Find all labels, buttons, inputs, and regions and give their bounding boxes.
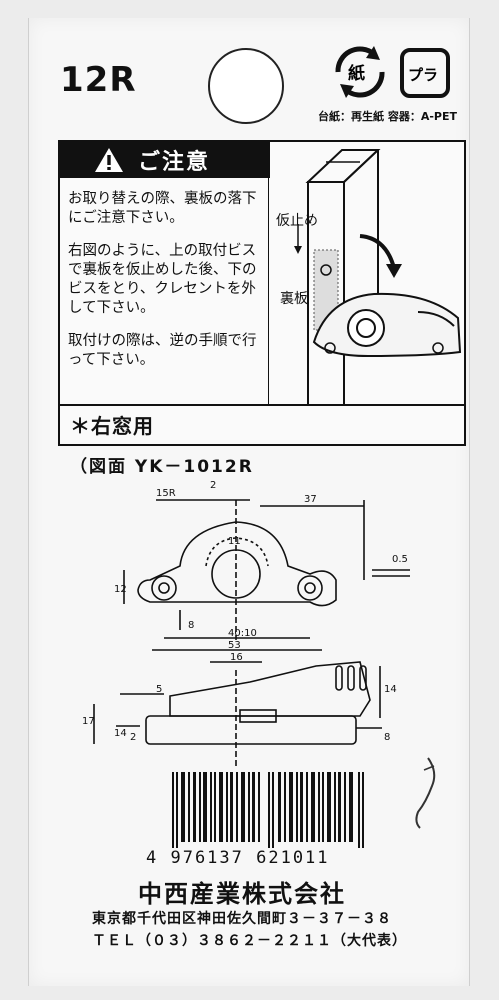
svg-text:2: 2 bbox=[210, 480, 216, 491]
svg-text:12: 12 bbox=[114, 584, 127, 595]
warning-icon bbox=[95, 148, 123, 172]
figure-label-plate: 裏板 bbox=[280, 291, 308, 307]
paper-recycle-icon: 紙 bbox=[335, 46, 385, 98]
notice-box: ご注意 お取り替えの際、裏板の落下にご注意下さい。 右図のように、上の取付ビスで… bbox=[58, 140, 466, 446]
notice-title: ご注意 bbox=[138, 150, 211, 175]
installation-figure bbox=[268, 142, 462, 404]
figure-label-temp: 仮止め bbox=[276, 213, 318, 229]
svg-text:14: 14 bbox=[384, 684, 397, 695]
notice-paragraph: お取り替えの際、裏板の落下にご注意下さい。 bbox=[68, 191, 257, 226]
svg-text:11: 11 bbox=[228, 536, 241, 547]
notice-header: ご注意 bbox=[60, 142, 270, 178]
svg-text:0.5: 0.5 bbox=[392, 554, 408, 565]
notice-paragraph: 右図のように、上の取付ビスで裏板を仮止めした後、下のビスをとり、クレセントを外し… bbox=[68, 243, 257, 316]
plastic-recycle-icon: プラ bbox=[400, 48, 450, 98]
svg-text:40:10: 40:10 bbox=[228, 628, 257, 639]
svg-text:15R: 15R bbox=[156, 488, 176, 499]
svg-text:17: 17 bbox=[82, 716, 95, 727]
svg-text:37: 37 bbox=[304, 494, 317, 505]
technical-drawing: 15R 37 2 11 0.5 12 8 40:10 53 16 5 14 17… bbox=[82, 480, 410, 766]
barcode bbox=[172, 772, 364, 848]
material-line: 台紙：再生紙 容器：A-PET bbox=[318, 110, 457, 123]
drawing-title: （図面 YK－1012R bbox=[70, 457, 254, 477]
svg-text:5: 5 bbox=[156, 684, 162, 695]
svg-text:8: 8 bbox=[384, 732, 390, 743]
scratch-mark bbox=[415, 757, 436, 829]
svg-text:8: 8 bbox=[188, 620, 194, 631]
divider bbox=[60, 404, 464, 406]
company-address: 東京都千代田区神田佐久間町３－３７－３８ bbox=[92, 911, 392, 927]
barcode-digits: 4 976137 621011 bbox=[146, 848, 330, 868]
svg-text:14: 14 bbox=[114, 728, 127, 739]
recycle-marks-icon: 紙 プラ bbox=[335, 46, 450, 98]
svg-text:16: 16 bbox=[230, 652, 243, 663]
company-name: 中西産業株式会社 bbox=[138, 880, 346, 908]
company-tel: ＴＥＬ（０３）３８６２－２２１１（大代表） bbox=[92, 933, 407, 949]
notice-paragraph: 取付けの際は、逆の手順で行って下さい。 bbox=[68, 333, 257, 368]
svg-text:紙: 紙 bbox=[348, 63, 365, 84]
svg-text:53: 53 bbox=[228, 640, 241, 651]
notice-text: お取り替えの際、裏板の落下にご注意下さい。 右図のように、上の取付ビスで裏板を仮… bbox=[68, 190, 268, 384]
model-number: 12R bbox=[60, 60, 137, 100]
svg-text:プラ: プラ bbox=[408, 66, 438, 84]
right-window-label: ＊右窓用 bbox=[70, 414, 154, 438]
hang-hole bbox=[208, 48, 284, 124]
svg-text:2: 2 bbox=[130, 732, 136, 743]
